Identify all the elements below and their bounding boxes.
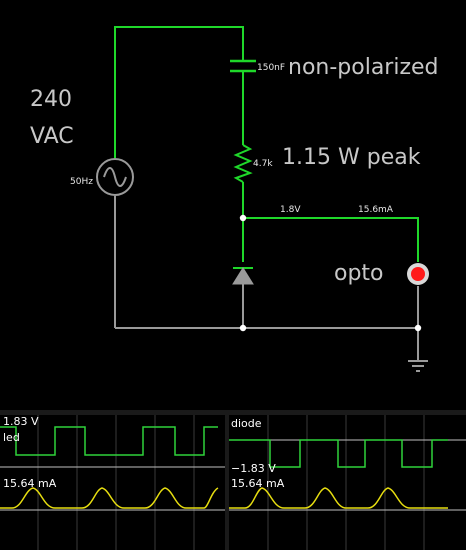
source-frequency-label: 50Hz <box>70 177 93 187</box>
wire-to-led[interactable] <box>243 217 419 262</box>
scope-diode-voltage-trace <box>229 439 448 468</box>
scope-diode-name: diode <box>231 417 262 430</box>
scope-diode-voltage-value: −1.83 V <box>231 462 276 475</box>
scope-led-current-trace <box>0 487 219 509</box>
scope-led-voltage-value: 1.83 V <box>3 415 39 428</box>
resistor-note-label: 1.15 W peak <box>282 145 421 170</box>
scope-diode-current-trace <box>229 487 448 509</box>
node-led-bottom <box>414 324 422 332</box>
node-junction-bottom <box>239 324 247 332</box>
scope-diode-current-value: 15.64 mA <box>231 477 285 490</box>
resistor[interactable] <box>233 144 253 183</box>
node-junction-top <box>239 214 247 222</box>
led-opto[interactable] <box>407 263 429 285</box>
source-voltage-label-top: 240 <box>30 87 72 112</box>
ground-symbol[interactable] <box>408 360 428 372</box>
capacitor-value-label: 150nF <box>257 63 285 73</box>
scope-led-voltage-trace <box>0 426 218 456</box>
scope-led-name: led <box>3 431 20 444</box>
scope-led[interactable]: 1.83 V led 15.64 mA <box>0 415 225 550</box>
wire-top[interactable] <box>114 26 244 158</box>
source-voltage-label-bottom: VAC <box>30 124 74 149</box>
scope-led-current-value: 15.64 mA <box>3 477 57 490</box>
circuit-schematic[interactable]: 240 VAC 50Hz 150nF non-polarized 4.7k 1.… <box>30 26 439 372</box>
resistor-value-label: 4.7k <box>253 159 273 169</box>
capacitor-note-label: non-polarized <box>288 55 439 80</box>
current-readout: 15.6mA <box>358 205 394 215</box>
capacitor[interactable] <box>230 59 256 73</box>
scope-diode[interactable]: diode −1.83 V 15.64 mA <box>229 415 466 550</box>
diode[interactable] <box>232 267 254 285</box>
scope-separator <box>225 415 229 550</box>
led-label: opto <box>334 261 384 286</box>
scope-area-divider <box>0 410 466 415</box>
voltage-readout: 1.8V <box>280 205 301 215</box>
ac-source[interactable] <box>96 158 134 196</box>
